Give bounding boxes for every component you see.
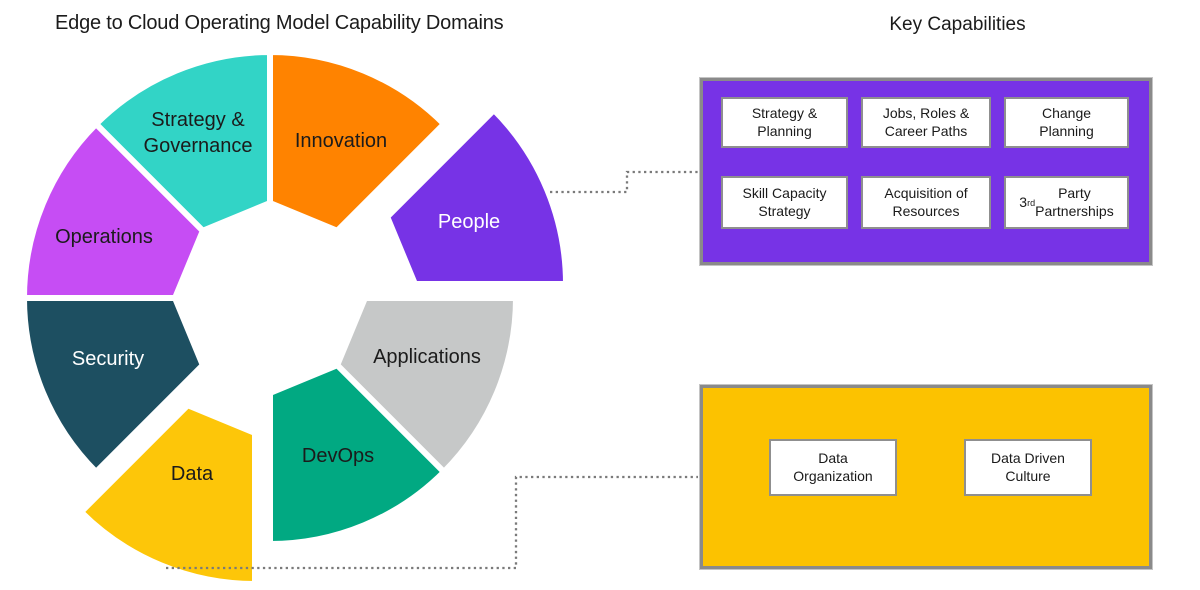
segment-label-innovation: Innovation — [295, 130, 387, 152]
segment-innovation — [267, 49, 447, 234]
segment-operations — [21, 121, 206, 301]
segment-label-people: People — [438, 211, 500, 233]
connector-data-to-capabilities — [166, 475, 698, 570]
diagram-title: Edge to Cloud Operating Model Capability… — [55, 12, 504, 34]
segment-label-applications: Applications — [373, 346, 481, 368]
segment-people — [384, 107, 569, 287]
segment-label-operations: Operations — [55, 226, 153, 248]
capability-grid: Strategy &Planning Jobs, Roles &Career Pa… — [703, 81, 1149, 262]
segment-label-security: Security — [72, 348, 144, 370]
panel-people-capabilities: Strategy &Planning Jobs, Roles &Career Pa… — [700, 78, 1152, 265]
segment-label-data: Data — [171, 463, 214, 485]
segment-security — [21, 295, 206, 475]
segment-devops — [267, 362, 447, 547]
segment-data — [78, 402, 258, 587]
connector-people-to-capabilities — [550, 170, 698, 194]
key-capabilities-title: Key Capabilities — [889, 14, 1026, 35]
segment-applications — [334, 295, 519, 475]
segment-label-strategy-governance: Strategy &Governance — [144, 109, 253, 157]
capability-box-strategy: Strategy &Planning — [721, 97, 848, 148]
segment-label-devops: DevOps — [302, 445, 374, 467]
capability-box-jobs-roles: Jobs, Roles &Career Paths — [861, 97, 991, 148]
